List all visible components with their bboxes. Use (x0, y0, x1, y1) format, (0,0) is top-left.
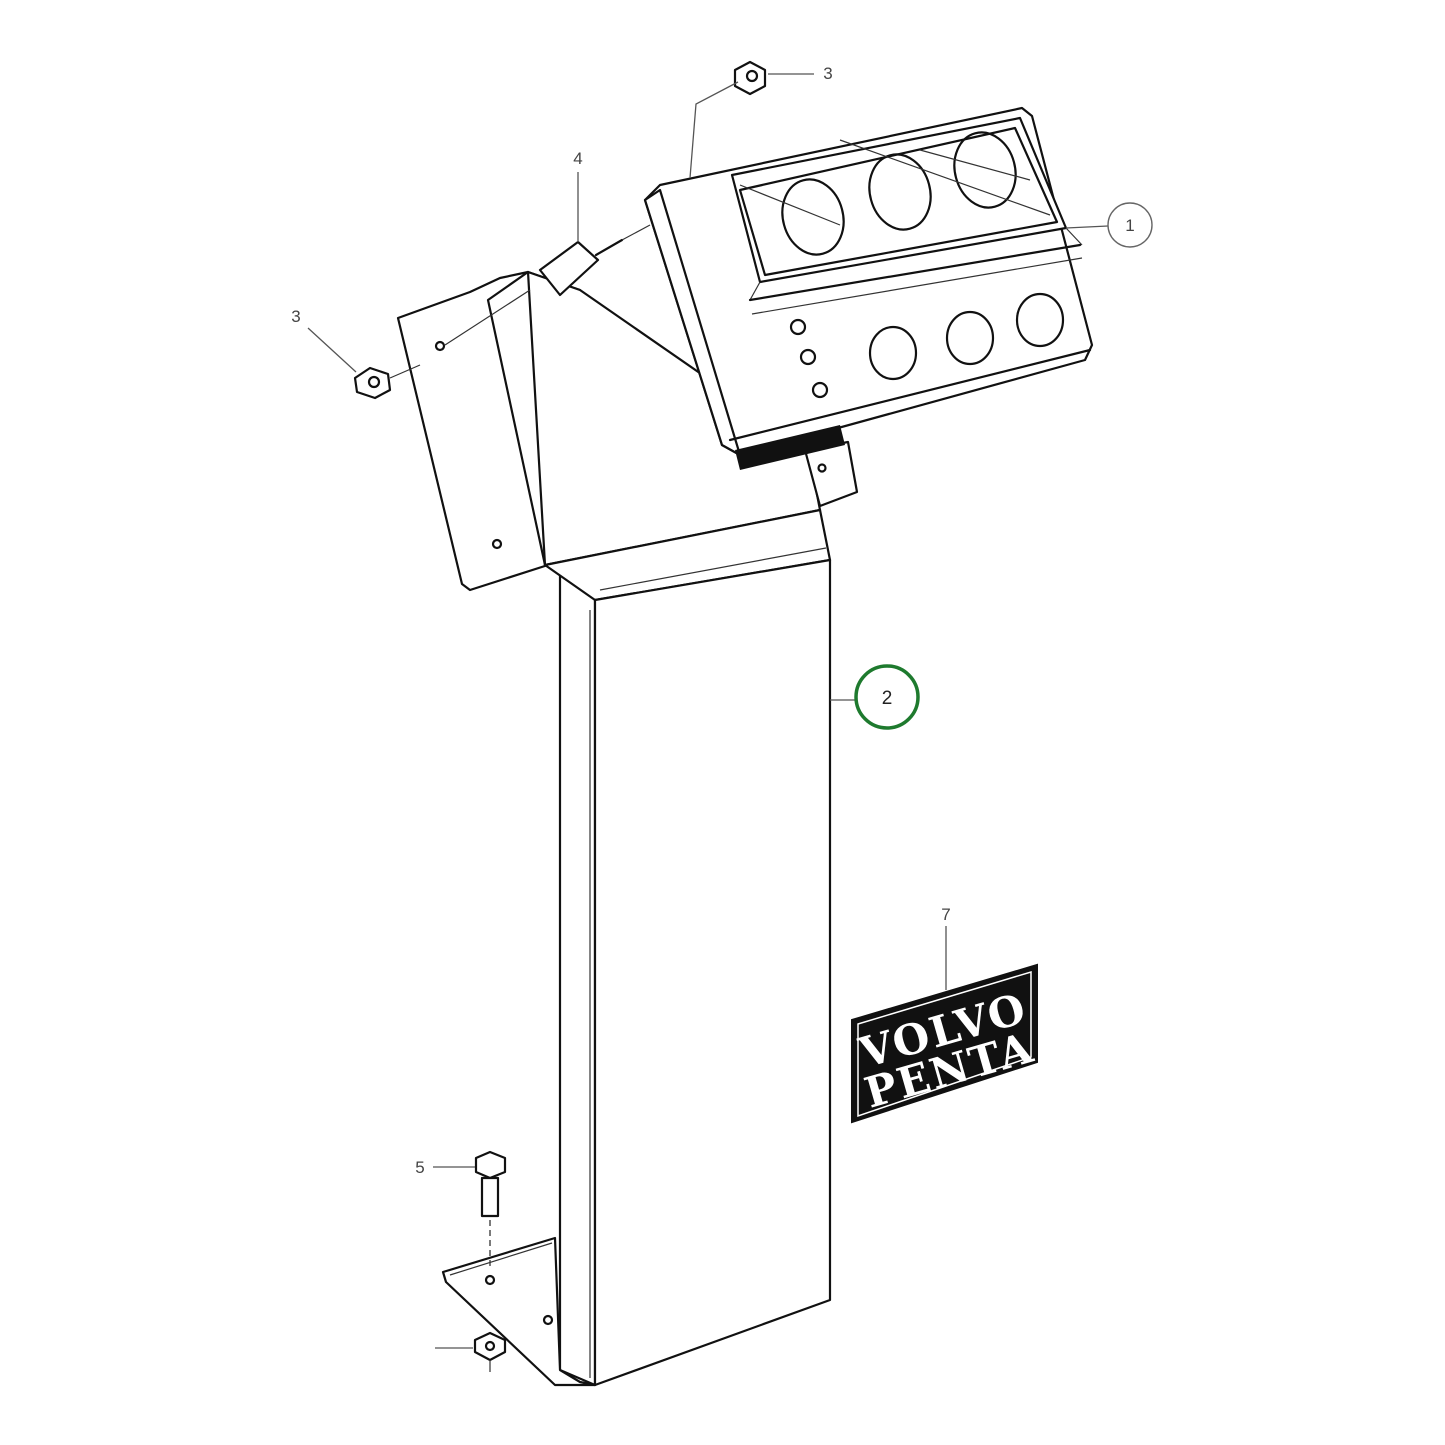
pedestal-bracket[interactable] (396, 270, 859, 1387)
nut-left[interactable] (353, 364, 421, 400)
callout-2[interactable]: 2 (854, 664, 920, 730)
callout-4[interactable]: 4 (573, 149, 582, 168)
gauge-cluster (739, 131, 1065, 399)
callout-leaders (307, 73, 1109, 1168)
callout-3-top-label: 3 (823, 64, 832, 83)
callout-3-top[interactable]: 3 (823, 64, 832, 83)
callout-7[interactable]: 7 (941, 905, 950, 924)
callout-3-left[interactable]: 3 (291, 307, 300, 326)
callout-2-label: 2 (882, 688, 893, 709)
callout-1-label: 1 (1125, 216, 1134, 235)
callout-3-left-label: 3 (291, 307, 300, 326)
instrument-panel[interactable] (643, 106, 1094, 470)
bolt[interactable] (474, 1150, 507, 1270)
callout-1[interactable]: 1 (1107, 202, 1153, 248)
callout-5-label: 5 (415, 1158, 424, 1177)
callout-4-label: 4 (573, 149, 582, 168)
callout-5[interactable]: 5 (415, 1158, 424, 1177)
nut-bottom[interactable] (435, 1331, 507, 1372)
callout-7-label: 7 (941, 905, 950, 924)
nut-top[interactable] (733, 60, 767, 96)
spacer-stud[interactable] (444, 224, 651, 346)
